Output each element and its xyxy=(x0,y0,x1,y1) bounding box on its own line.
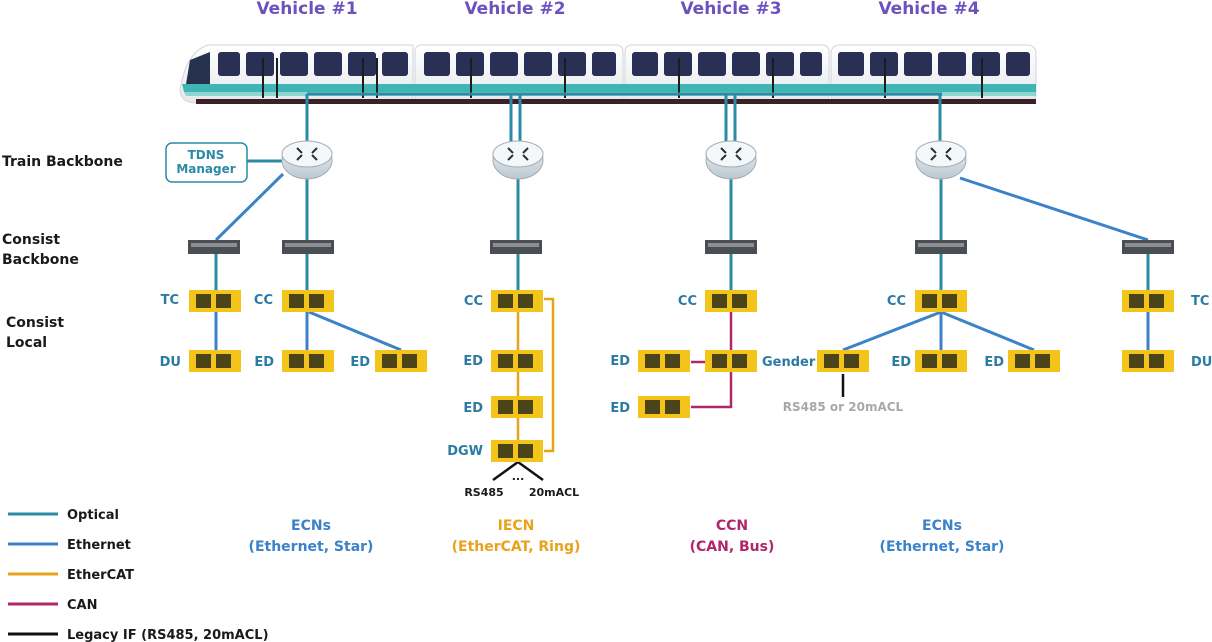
network-4-title: ECNs xyxy=(922,518,962,534)
level-train-backbone: Train Backbone xyxy=(2,154,123,170)
level-consist-backbone-2: Backbone xyxy=(2,252,79,268)
vehicle-3-label: Vehicle #3 xyxy=(680,0,781,19)
device-ed-1b xyxy=(375,350,427,372)
label-ed-2b: ED xyxy=(463,401,483,416)
device-ed-3b xyxy=(638,396,690,418)
label-tc-1: TC xyxy=(161,293,179,308)
label-ed-1a: ED xyxy=(254,355,274,370)
ethernet-links xyxy=(214,172,1150,352)
device-gender-4 xyxy=(817,350,869,372)
device-ed-2a xyxy=(491,350,543,372)
switch-5 xyxy=(915,240,967,254)
label-dgw-2: DGW xyxy=(447,444,483,459)
network-1-sub: (Ethernet, Star) xyxy=(249,539,374,555)
tdns-label-line2: Manager xyxy=(176,162,235,176)
vehicle-1-label: Vehicle #1 xyxy=(256,0,357,19)
label-du-4: DU xyxy=(1191,355,1212,370)
can-bus xyxy=(691,312,733,409)
device-ed-3a xyxy=(638,350,690,372)
router-2 xyxy=(492,140,544,180)
optical-links xyxy=(214,92,1150,290)
legend-label-ethernet: Ethernet xyxy=(67,538,131,553)
device-cc-1 xyxy=(282,290,334,312)
legacy-dots: ... xyxy=(512,470,525,483)
vehicle-2-label: Vehicle #2 xyxy=(464,0,565,19)
device-dgw-2 xyxy=(491,440,543,462)
label-ed-4b: ED xyxy=(984,355,1004,370)
label-gender: Gender xyxy=(762,355,816,370)
label-ed-3a: ED xyxy=(610,354,630,369)
device-tc-4 xyxy=(1122,290,1174,312)
label-ed-4a: ED xyxy=(891,355,911,370)
label-tc-4: TC xyxy=(1191,294,1209,309)
legend-label-can: CAN xyxy=(67,598,97,613)
legend: Optical Ethernet EtherCAT CAN Legacy IF … xyxy=(8,508,269,642)
label-cc-1: CC xyxy=(254,293,273,308)
legacy-rs485-or-20macl: RS485 or 20mACL xyxy=(783,400,904,414)
legend-label-ethercat: EtherCAT xyxy=(67,568,134,583)
legacy-links xyxy=(492,374,845,482)
level-consist-local-2: Local xyxy=(6,335,47,351)
level-consist-local-1: Consist xyxy=(6,315,64,331)
switch-3 xyxy=(490,240,542,254)
label-cc-4: CC xyxy=(887,294,906,309)
network-4-sub: (Ethernet, Star) xyxy=(880,539,1005,555)
label-du-1: DU xyxy=(160,355,181,370)
network-2-title: IECN xyxy=(498,518,535,534)
router-4 xyxy=(915,140,967,180)
network-1-title: ECNs xyxy=(291,518,331,534)
tdns-manager-box xyxy=(165,142,248,183)
device-modules xyxy=(189,290,1174,462)
vehicle-4-label: Vehicle #4 xyxy=(878,0,979,19)
device-du-4 xyxy=(1122,350,1174,372)
tdns-label-line1: TDNS xyxy=(188,148,225,162)
switch-2 xyxy=(282,240,334,254)
legend-label-optical: Optical xyxy=(67,508,119,523)
network-2-sub: (EtherCAT, Ring) xyxy=(452,539,581,555)
device-cc-3 xyxy=(705,290,757,312)
level-consist-backbone-1: Consist xyxy=(2,232,60,248)
switch-6 xyxy=(1122,240,1174,254)
device-ed-1a xyxy=(282,350,334,372)
device-cc-4 xyxy=(915,290,967,312)
device-du-1 xyxy=(189,350,241,372)
legacy-20macl: 20mACL xyxy=(529,486,579,499)
device-ed-2b xyxy=(491,396,543,418)
legacy-rs485: RS485 xyxy=(464,486,503,499)
ethercat-ring xyxy=(516,297,555,453)
device-cc-2 xyxy=(491,290,543,312)
device-ed-4a xyxy=(915,350,967,372)
router-1 xyxy=(281,140,333,180)
device-ed-3-gw xyxy=(705,350,757,372)
label-ed-2a: ED xyxy=(463,354,483,369)
switch-1 xyxy=(188,240,240,254)
network-3-title: CCN xyxy=(716,518,748,534)
device-tc-1 xyxy=(189,290,241,312)
label-cc-3: CC xyxy=(678,294,697,309)
label-ed-3b: ED xyxy=(610,401,630,416)
label-ed-1b: ED xyxy=(350,355,370,370)
label-cc-2: CC xyxy=(464,294,483,309)
device-ed-4b xyxy=(1008,350,1060,372)
legend-label-legacy: Legacy IF (RS485, 20mACL) xyxy=(67,628,269,642)
network-3-sub: (CAN, Bus) xyxy=(690,539,775,555)
router-3 xyxy=(705,140,757,180)
switch-4 xyxy=(705,240,757,254)
